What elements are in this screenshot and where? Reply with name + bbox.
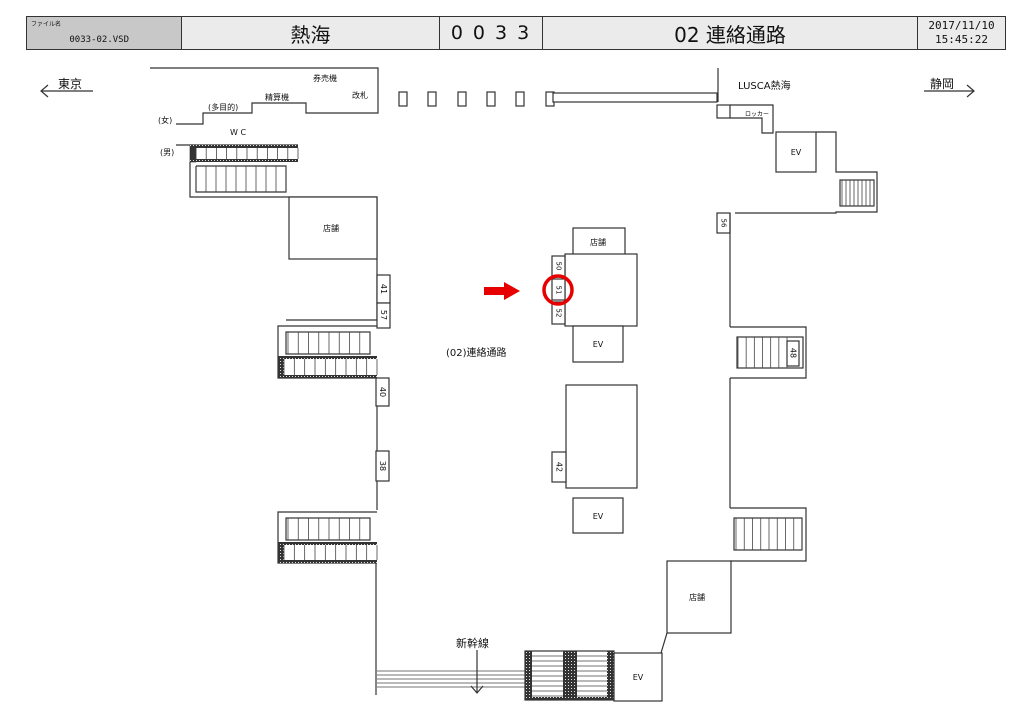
locker-label: ロッカー	[745, 111, 769, 118]
station-name: 熱海	[182, 17, 440, 49]
svg-text:EV: EV	[593, 340, 604, 349]
file-name: 0033-02.VSD	[69, 35, 129, 45]
ticket-gate-4	[486, 91, 496, 107]
shop-right-label: 店舗	[689, 592, 705, 602]
shinkansen-corridor	[377, 670, 525, 688]
lusca-label: LUSCA熱海	[738, 79, 791, 92]
file-label: ファイル名	[31, 21, 62, 28]
lusca-connector	[552, 68, 719, 103]
ticket-gate-label: 改札	[352, 90, 368, 100]
timestamp: 2017/11/10 15:45:22	[918, 17, 1005, 49]
svg-text:EV: EV	[593, 512, 604, 521]
right-wall-upper	[735, 131, 878, 214]
sign-57[interactable]: 57	[376, 302, 391, 329]
stairs-right-lower	[730, 507, 807, 562]
diagonal-wall	[660, 632, 668, 654]
wc-label: W C	[230, 128, 246, 137]
ticket-gate-area: 券売機 精算機 改札 (多目的) (女) W C (男)	[150, 67, 379, 157]
sign-38[interactable]: 38	[375, 450, 390, 482]
svg-text:52: 52	[555, 309, 563, 318]
svg-text:40: 40	[378, 387, 387, 397]
center-block-lower	[565, 384, 638, 489]
elevator-center-lower[interactable]: EV	[572, 497, 624, 534]
sign-48[interactable]: 48	[786, 340, 800, 367]
locker-area: ロッカー	[716, 104, 774, 134]
stairs-top-right	[839, 179, 875, 207]
women-toilet-label: (女)	[158, 115, 172, 125]
svg-text:41: 41	[379, 284, 388, 294]
svg-text:38: 38	[378, 461, 387, 471]
shop-center-top: 店舗	[572, 227, 626, 256]
ticket-machine-label: 券売機	[313, 73, 337, 83]
station-code: 0033	[440, 17, 543, 49]
highlight-circle	[542, 274, 574, 306]
elevator-bottom[interactable]: EV	[613, 652, 663, 702]
ticket-gate-5	[515, 91, 525, 107]
sign-51[interactable]: 51	[551, 278, 566, 301]
shinkansen-arrow	[470, 650, 484, 694]
stairs-bottom	[524, 650, 615, 701]
elevator-center-upper[interactable]: EV	[572, 325, 624, 363]
header-bar: ファイル名 0033-02.VSD 熱海 0033 02 連絡通路 2017/1…	[26, 16, 1006, 50]
center-block-upper	[564, 253, 638, 327]
svg-text:店舗: 店舗	[590, 237, 606, 247]
svg-text:57: 57	[379, 310, 388, 320]
shinkansen-label: 新幹線	[456, 636, 489, 650]
sign-42[interactable]: 42	[551, 451, 567, 483]
pointer-arrow	[484, 282, 520, 300]
direction-tokyo: 東京	[40, 77, 93, 98]
date-text: 2017/11/10	[928, 19, 995, 32]
gate-row	[398, 91, 555, 107]
direction-shizuoka: 静岡	[924, 77, 975, 98]
page-title: 02 連絡通路	[543, 17, 918, 49]
svg-text:56: 56	[720, 219, 728, 228]
fare-adjustment-label: 精算機	[265, 92, 289, 102]
time-text: 15:45:22	[935, 33, 988, 46]
ticket-gate-1	[398, 91, 408, 107]
sign-56[interactable]: 56	[716, 212, 731, 234]
svg-text:EV: EV	[791, 148, 802, 157]
elevator-top-right[interactable]: EV	[775, 131, 817, 173]
file-cell: ファイル名 0033-02.VSD	[27, 17, 182, 49]
svg-text:51: 51	[555, 286, 563, 295]
shop-left	[288, 196, 378, 260]
multipurpose-toilet-label: (多目的)	[208, 102, 238, 112]
direction-shizuoka-label: 静岡	[930, 77, 954, 91]
sign-52[interactable]: 52	[551, 301, 566, 325]
passage-label: (02)連絡通路	[446, 346, 507, 359]
sign-41[interactable]: 41	[376, 274, 391, 304]
men-toilet-label: (男)	[160, 148, 174, 157]
stairs-left-middle	[277, 325, 378, 379]
svg-text:48: 48	[789, 348, 798, 358]
svg-text:42: 42	[555, 462, 564, 472]
shop-left-label: 店舗	[323, 223, 339, 233]
sign-40[interactable]: 40	[375, 377, 390, 407]
svg-text:EV: EV	[633, 673, 644, 682]
stairs-top-left	[176, 144, 299, 198]
svg-text:50: 50	[555, 262, 563, 271]
shop-right: 店舗	[666, 560, 732, 634]
direction-tokyo-label: 東京	[58, 77, 82, 91]
ticket-gate-3	[457, 91, 467, 107]
stairs-left-lower	[277, 511, 378, 564]
sign-50[interactable]: 50	[551, 255, 566, 278]
ticket-gate-2	[427, 91, 437, 107]
